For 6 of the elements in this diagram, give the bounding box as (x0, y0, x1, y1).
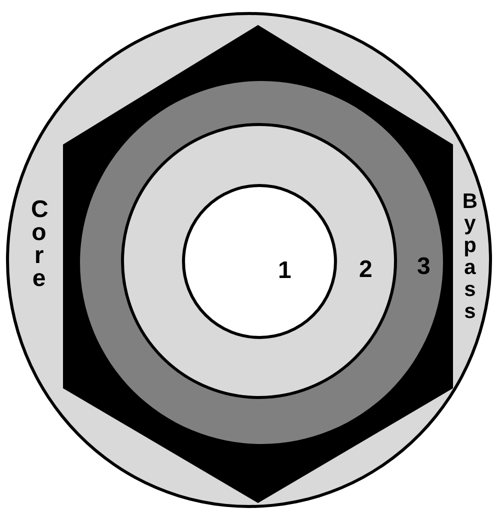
region-number: 3 (417, 253, 430, 281)
bypass-label: Bypass (462, 191, 478, 323)
region-number: 2 (359, 256, 372, 284)
hexagon-shape (63, 25, 453, 503)
core-label: Core (31, 198, 47, 290)
region-number: 1 (278, 257, 292, 285)
